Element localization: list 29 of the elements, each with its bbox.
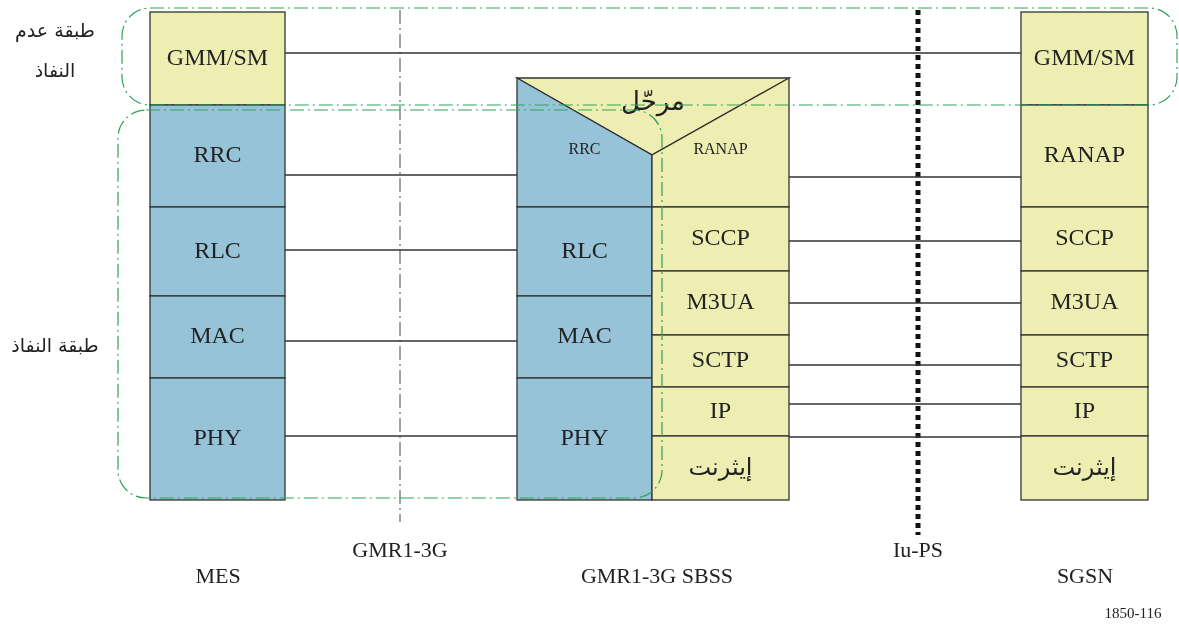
protocol-layer-box: MAC xyxy=(517,296,652,378)
protocol-layer-box: GMM/SM xyxy=(1021,12,1148,105)
protocol-layer-box: RLC xyxy=(517,207,652,296)
protocol-layer-box: RLC xyxy=(150,207,285,296)
protocol-layer-box: SCTP xyxy=(652,335,789,387)
connector-line xyxy=(788,436,1022,438)
protocol-layer-box: GMM/SM xyxy=(150,12,285,105)
protocol-layer-box: إيثرنت xyxy=(1021,436,1148,500)
interface-label: GMR1-3G xyxy=(352,537,448,563)
layer-label: طبقة عدم النفاذ xyxy=(14,18,96,83)
interface-label: Iu-PS xyxy=(892,537,944,563)
protocol-layer-box: MAC xyxy=(150,296,285,378)
layer-label: طبقة النفاذ xyxy=(10,333,100,358)
column-label: MES xyxy=(195,563,241,589)
protocol-layer-box: RANAP xyxy=(1021,105,1148,207)
protocol-layer-box: M3UA xyxy=(652,271,789,335)
protocol-layer-box: SCCP xyxy=(652,207,789,271)
protocol-layer-box: SCTP xyxy=(1021,335,1148,387)
column-label: GMR1-3G SBSS xyxy=(580,563,734,589)
protocol-layer-box: PHY xyxy=(150,378,285,500)
protocol-layer-box: IP xyxy=(652,387,789,436)
protocol-layer-box: SCCP xyxy=(1021,207,1148,271)
column-label: SGSN xyxy=(1056,563,1114,589)
protocol-layer-box: RRC xyxy=(150,105,285,207)
protocol-layer-box: PHY xyxy=(517,378,652,500)
protocol-layer-box: إيثرنت xyxy=(652,436,789,500)
figure-number: 1850-116 xyxy=(1104,605,1162,622)
protocol-layer-box: IP xyxy=(1021,387,1148,436)
protocol-layer-box: M3UA xyxy=(1021,271,1148,335)
